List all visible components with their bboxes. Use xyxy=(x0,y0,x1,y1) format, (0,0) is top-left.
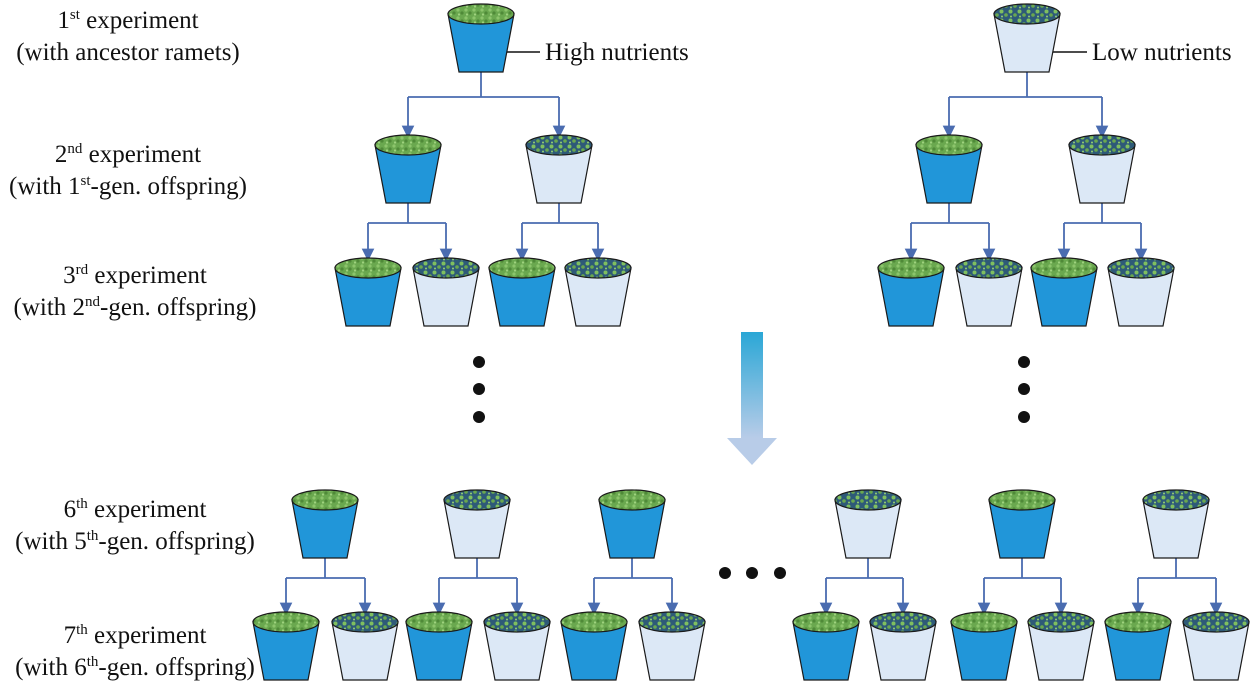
pot-exp3-6 xyxy=(955,257,1023,327)
svg-text:(with 5th-gen. offspring): (with 5th-gen. offspring) xyxy=(15,528,255,555)
horizontal-ellipsis xyxy=(719,567,786,579)
dense-plants-surface xyxy=(291,489,359,511)
dense-plants-surface xyxy=(877,257,945,279)
pot-exp7-12 xyxy=(1182,611,1250,681)
pot-exp6-6 xyxy=(1142,489,1210,559)
dense-plants-surface xyxy=(252,611,320,633)
dense-plants-surface xyxy=(1104,611,1172,633)
pot-exp3-8 xyxy=(1107,257,1175,327)
dense-plants-surface xyxy=(1030,257,1098,279)
pot-exp3-3 xyxy=(488,257,556,327)
pot-exp2-hl xyxy=(525,134,593,204)
svg-text:Low nutrients: Low nutrients xyxy=(1092,39,1232,66)
dense-plants-surface xyxy=(988,489,1056,511)
sparse-plants-surface xyxy=(564,257,632,279)
sparse-plants-surface xyxy=(1107,257,1175,279)
dense-plants-surface xyxy=(447,3,515,25)
pot-exp2-hh xyxy=(374,134,442,204)
pot-exp3-7 xyxy=(1030,257,1098,327)
pot-exp3-1 xyxy=(334,257,402,327)
connector-lines xyxy=(279,72,1223,616)
svg-text:(with 2nd-gen. offspring): (with 2nd-gen. offspring) xyxy=(14,294,257,321)
dense-plants-surface xyxy=(405,611,473,633)
label-exp2: 2nd experiment (with 1st-gen. offspring) xyxy=(9,141,247,200)
sparse-plants-surface xyxy=(483,611,551,633)
pot-exp7-10 xyxy=(1027,611,1095,681)
pots-layer xyxy=(252,3,1250,681)
dense-plants-surface xyxy=(334,257,402,279)
pot-exp7-5 xyxy=(560,611,628,681)
sparse-plants-surface xyxy=(443,489,511,511)
svg-text:7th experiment: 7th experiment xyxy=(64,622,207,649)
svg-text:(with 1st-gen. offspring): (with 1st-gen. offspring) xyxy=(9,173,247,200)
pot-exp2-lh xyxy=(915,134,983,204)
high-nutrients-callout: High nutrients xyxy=(482,39,689,66)
svg-text:6th experiment: 6th experiment xyxy=(64,496,207,523)
pot-exp7-4 xyxy=(483,611,551,681)
vertical-ellipsis-right xyxy=(1018,356,1030,423)
pot-exp6-4 xyxy=(834,489,902,559)
label-exp7: 7th experiment (with 6th-gen. offspring) xyxy=(15,622,255,681)
sparse-plants-surface xyxy=(869,611,937,633)
pot-exp3-5 xyxy=(877,257,945,327)
pot-exp7-9 xyxy=(950,611,1018,681)
sparse-plants-surface xyxy=(1142,489,1210,511)
dense-plants-surface xyxy=(915,134,983,156)
pot-exp6-2 xyxy=(443,489,511,559)
pot-exp1-high xyxy=(447,3,515,73)
sparse-plants-surface xyxy=(412,257,480,279)
pot-exp7-6 xyxy=(638,611,706,681)
vertical-ellipsis-left xyxy=(473,356,485,423)
pot-exp3-4 xyxy=(564,257,632,327)
svg-text:(with ancestor ramets): (with ancestor ramets) xyxy=(16,39,240,66)
pot-exp2-ll xyxy=(1068,134,1136,204)
pot-exp3-2 xyxy=(412,257,480,327)
svg-text:High nutrients: High nutrients xyxy=(545,39,689,66)
pot-exp1-low xyxy=(993,3,1061,73)
pot-exp7-8 xyxy=(869,611,937,681)
pot-exp7-7 xyxy=(792,611,860,681)
sparse-plants-surface xyxy=(1068,134,1136,156)
pot-exp7-1 xyxy=(252,611,320,681)
svg-text:(with 6th-gen. offspring): (with 6th-gen. offspring) xyxy=(15,654,255,681)
sparse-plants-surface xyxy=(834,489,902,511)
dense-plants-surface xyxy=(598,489,666,511)
svg-text:2nd experiment: 2nd experiment xyxy=(55,141,201,168)
sparse-plants-surface xyxy=(1182,611,1250,633)
pot-exp7-2 xyxy=(331,611,399,681)
sparse-plants-surface xyxy=(331,611,399,633)
dense-plants-surface xyxy=(488,257,556,279)
dense-plants-surface xyxy=(950,611,1018,633)
dense-plants-surface xyxy=(560,611,628,633)
dense-plants-surface xyxy=(374,134,442,156)
label-exp1: 1st experiment (with ancestor ramets) xyxy=(16,7,240,66)
sparse-plants-surface xyxy=(993,3,1061,25)
pot-exp6-3 xyxy=(598,489,666,559)
pot-exp7-11 xyxy=(1104,611,1172,681)
pot-exp6-1 xyxy=(291,489,359,559)
svg-text:3rd experiment: 3rd experiment xyxy=(63,262,207,289)
sparse-plants-surface xyxy=(1027,611,1095,633)
low-nutrients-callout: Low nutrients xyxy=(1028,39,1232,66)
sparse-plants-surface xyxy=(525,134,593,156)
generation-progress-arrow-icon xyxy=(727,332,777,465)
pot-exp7-3 xyxy=(405,611,473,681)
pot-exp6-5 xyxy=(988,489,1056,559)
label-exp6: 6th experiment (with 5th-gen. offspring) xyxy=(15,496,255,555)
sparse-plants-surface xyxy=(638,611,706,633)
svg-text:1st experiment: 1st experiment xyxy=(57,7,198,34)
label-exp3: 3rd experiment (with 2nd-gen. offspring) xyxy=(14,262,257,321)
dense-plants-surface xyxy=(792,611,860,633)
sparse-plants-surface xyxy=(955,257,1023,279)
